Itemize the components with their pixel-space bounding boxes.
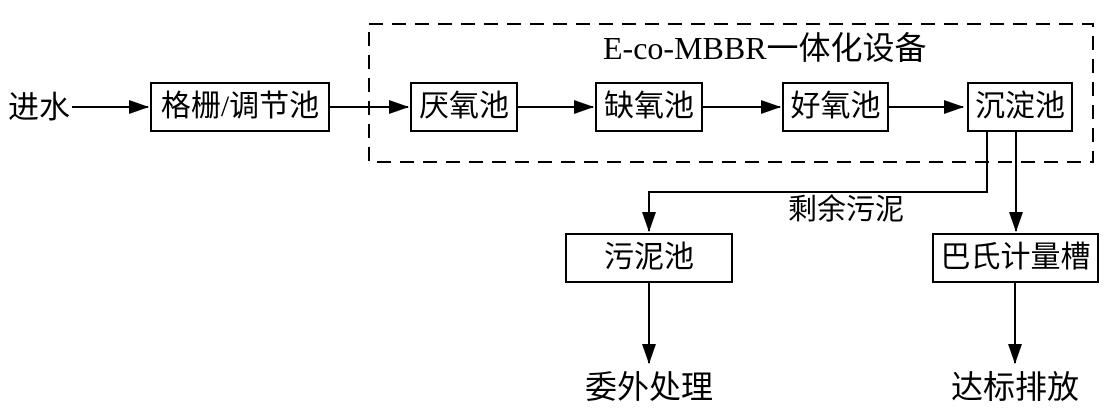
node-sludge-tank: 污泥池 (565, 233, 733, 283)
node-anaerobic-tank: 厌氧池 (410, 82, 518, 132)
mbbr-unit-outline (368, 23, 1094, 163)
outsourced-treatment-label: 委外处理 (585, 369, 714, 405)
node-screen-regulating-tank: 格栅/调节池 (150, 82, 330, 132)
arrow-sedimentation-to-sludge-tank (642, 132, 988, 232)
excess-sludge-label: 剩余污泥 (788, 194, 905, 226)
node-aerobic-tank: 好氧池 (782, 82, 889, 132)
node-sedimentation-tank: 沉淀池 (967, 82, 1073, 132)
compliant-discharge-label: 达标排放 (951, 369, 1080, 405)
influent-label: 进水 (8, 90, 70, 125)
node-anoxic-tank: 缺氧池 (595, 82, 703, 132)
node-parshall-flume: 巴氏计量槽 (932, 233, 1099, 283)
mbbr-unit-title: E-co-MBBR一体化设备 (603, 30, 927, 66)
